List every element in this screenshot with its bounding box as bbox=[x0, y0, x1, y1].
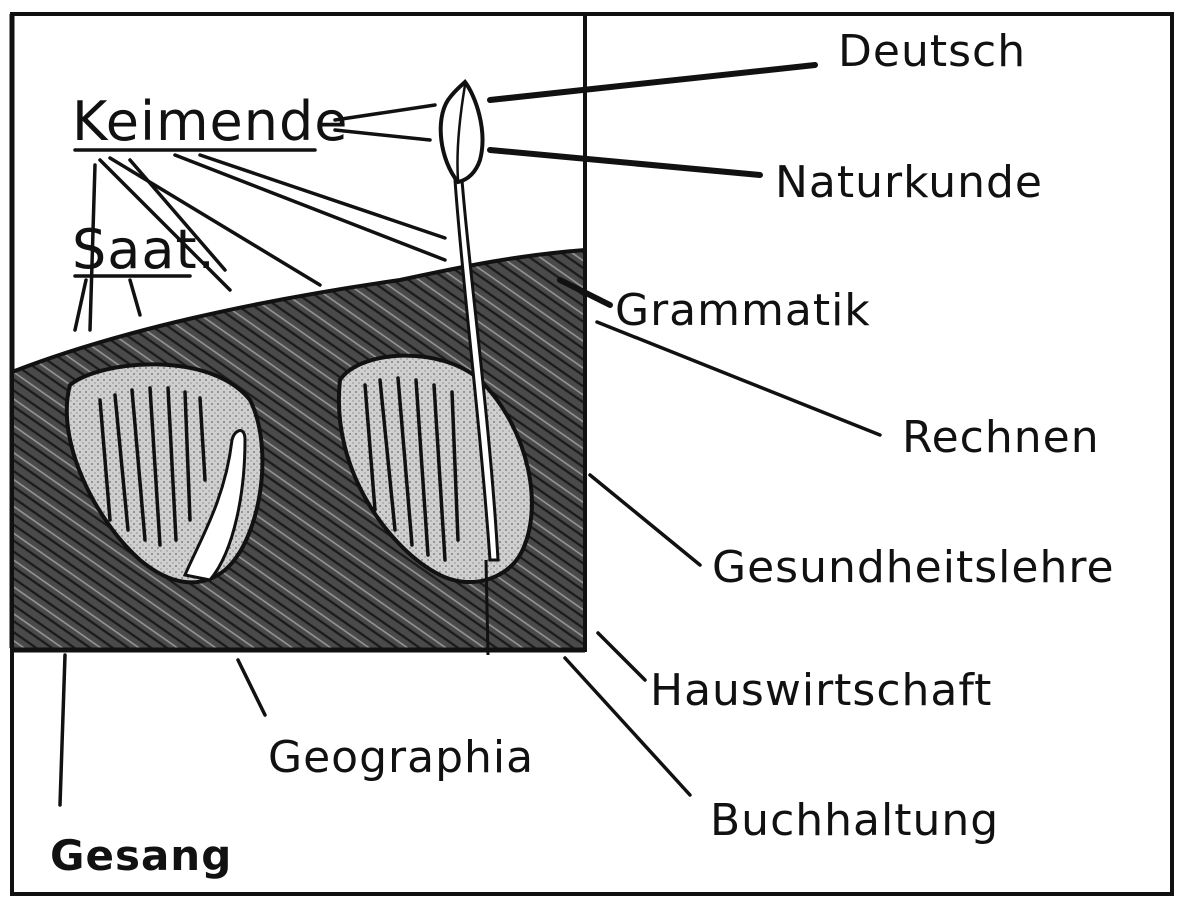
label-geographia: Geographia bbox=[268, 732, 534, 783]
title-keimende: Keimende bbox=[72, 90, 349, 153]
label-hauswirtschaft: Hauswirtschaft bbox=[650, 665, 992, 716]
label-grammatik: Grammatik bbox=[615, 285, 871, 336]
label-deutsch: Deutsch bbox=[838, 26, 1026, 77]
label-gesundheitslehre: Gesundheitslehre bbox=[712, 542, 1115, 593]
label-buchhaltung: Buchhaltung bbox=[710, 795, 999, 846]
label-rechnen: Rechnen bbox=[902, 412, 1100, 463]
label-naturkunde: Naturkunde bbox=[775, 157, 1043, 208]
label-gesang: Gesang bbox=[50, 831, 232, 880]
title-saat: Saat. bbox=[72, 218, 216, 281]
